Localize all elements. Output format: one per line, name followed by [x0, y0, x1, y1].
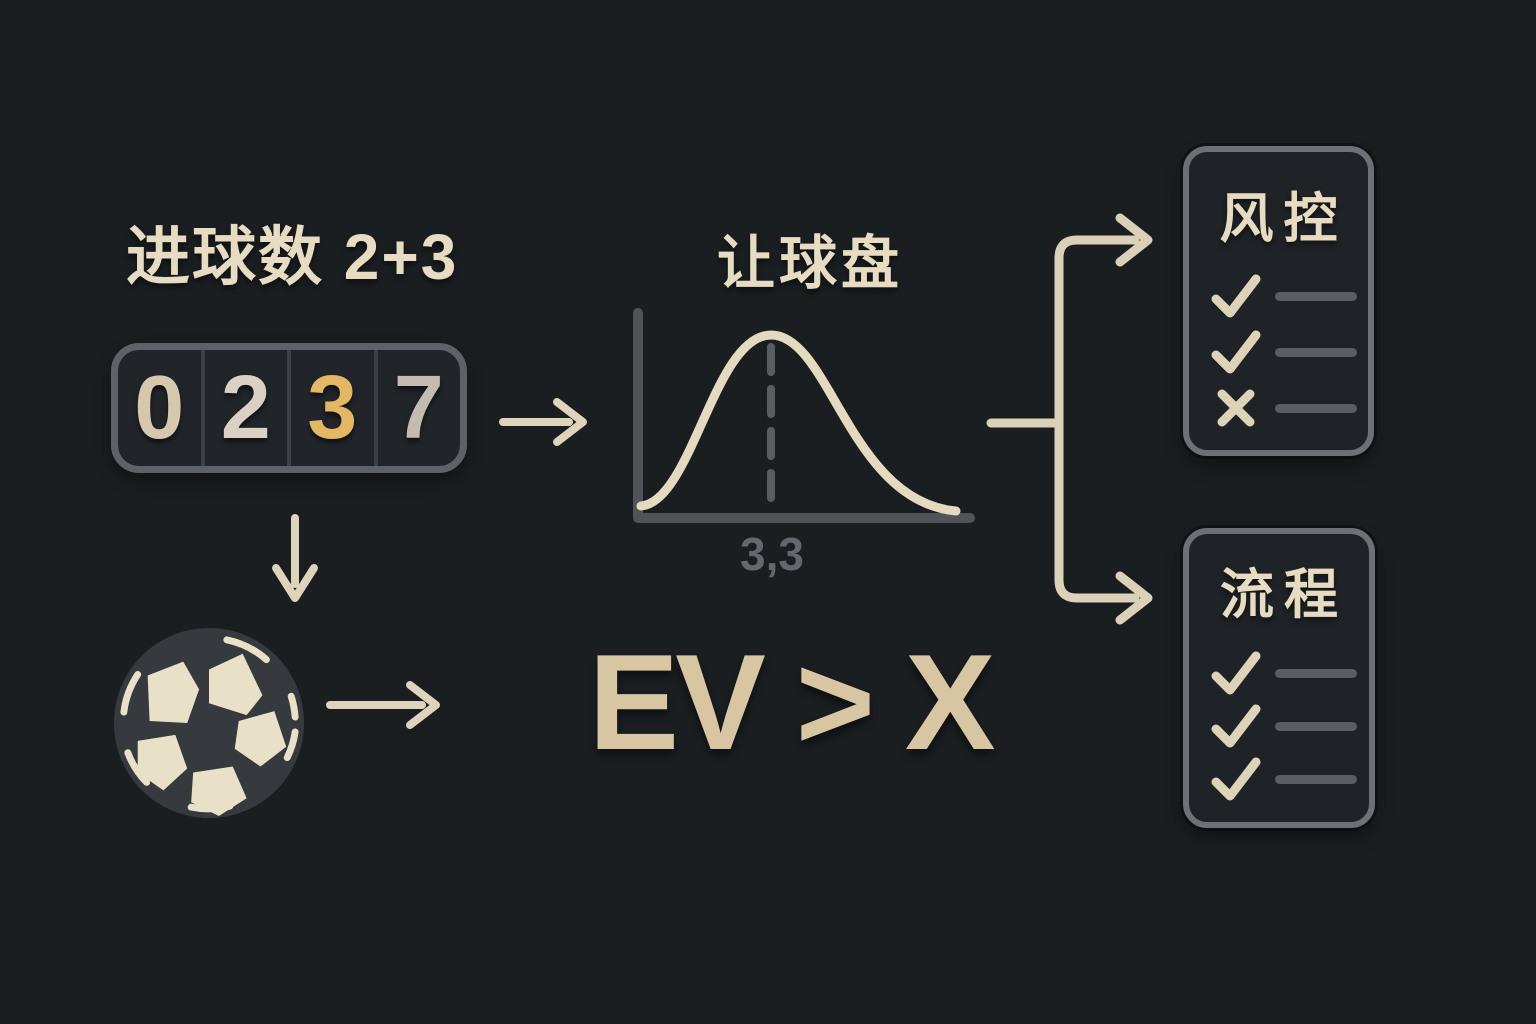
checklist-line	[1275, 403, 1357, 413]
distribution-chart	[633, 308, 975, 523]
checklist-row	[1189, 270, 1368, 322]
arrow-right-icon	[499, 398, 587, 446]
risk-control-panel: 风控	[1183, 146, 1374, 456]
counter-digit-0: 0	[134, 358, 185, 458]
risk-control-checklist	[1189, 270, 1368, 438]
check-icon	[1209, 753, 1263, 805]
distribution-title: 让球盘	[716, 231, 903, 296]
ev-formula: EV > X	[588, 626, 995, 778]
chart-axes	[633, 308, 975, 523]
checklist-line	[1275, 291, 1357, 301]
checklist-row	[1189, 754, 1369, 804]
counter-digit-2: 3	[287, 350, 374, 466]
process-title: 流程	[1220, 565, 1348, 625]
soccer-ball-icon	[113, 627, 305, 819]
process-panel: 流程	[1183, 528, 1375, 828]
checklist-line	[1275, 347, 1357, 357]
goals-heading: 进球数 2+3	[126, 221, 459, 293]
check-icon	[1209, 647, 1263, 699]
counter-digit-3: 7	[373, 350, 461, 466]
process-checklist	[1189, 648, 1369, 807]
checklist-line	[1275, 774, 1357, 784]
check-icon	[1209, 326, 1263, 378]
checklist-row	[1189, 326, 1368, 378]
risk-control-title: 风控	[1219, 189, 1348, 249]
cross-icon	[1209, 382, 1263, 434]
checklist-row	[1189, 648, 1369, 698]
goal-counter: 0 2 3 7	[111, 343, 467, 473]
checklist-line	[1275, 668, 1357, 678]
arrow-right-icon	[326, 681, 440, 729]
check-icon	[1209, 270, 1263, 322]
counter-digit-1: 2	[200, 350, 288, 466]
check-icon	[1209, 700, 1263, 752]
checklist-row	[1189, 382, 1368, 434]
arrowhead-top	[1115, 213, 1153, 267]
bell-curve	[636, 330, 961, 516]
branch-connector	[986, 213, 1153, 625]
checklist-row	[1189, 701, 1369, 751]
peak-value-label: 3,3	[740, 528, 804, 580]
arrowhead-bottom	[1115, 571, 1153, 625]
arrow-down-icon	[272, 514, 318, 602]
checklist-line	[1275, 721, 1357, 731]
